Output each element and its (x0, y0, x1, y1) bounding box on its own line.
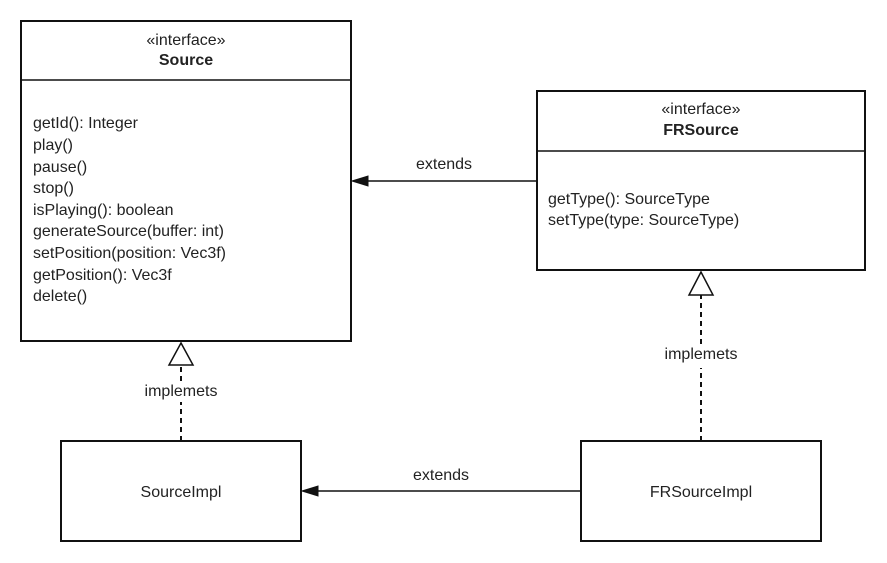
extends-label: extends (416, 156, 472, 173)
source-method: getPosition(): Vec3f (33, 267, 172, 284)
sourceimpl-implements-source-connector[interactable]: implemets (145, 341, 218, 441)
frsource-methods: getType(): SourceType setType(type: Sour… (548, 191, 739, 229)
realization-triangle-icon (167, 341, 195, 366)
frsourceimpl-name: FRSourceImpl (650, 484, 752, 501)
source-method: generateSource(buffer: int) (33, 223, 224, 240)
realization-triangle-icon (687, 270, 715, 296)
source-name: Source (159, 52, 213, 69)
implements-label: implemets (665, 346, 738, 363)
extends-label: extends (413, 467, 469, 484)
frsource-name: FRSource (663, 122, 739, 139)
arrowhead-icon (350, 175, 369, 187)
frsource-box-frame (536, 90, 866, 271)
source-stereotype: «interface» (146, 32, 225, 49)
arrowhead-icon (300, 485, 319, 497)
source-method: setPosition(position: Vec3f) (33, 245, 226, 262)
source-methods: getId(): Integer play() pause() stop() i… (33, 115, 226, 305)
implements-label: implemets (145, 383, 218, 400)
frsource-extends-source-connector[interactable]: extends (350, 156, 537, 187)
frsourceimpl-extends-sourceimpl-connector[interactable]: extends (300, 467, 581, 497)
source-method: stop() (33, 180, 74, 197)
source-box-frame (20, 20, 352, 342)
sourceimpl-class-box[interactable]: SourceImpl (60, 440, 302, 542)
sourceimpl-name: SourceImpl (141, 484, 222, 501)
source-method: pause() (33, 159, 87, 176)
frsource-interface-box[interactable]: «interface» FRSource getType(): SourceTy… (536, 90, 866, 271)
frsourceimpl-implements-frsource-connector[interactable]: implemets (665, 270, 738, 441)
source-method: isPlaying(): boolean (33, 202, 174, 219)
frsource-stereotype: «interface» (661, 101, 740, 118)
source-method: play() (33, 137, 73, 154)
frsourceimpl-class-box[interactable]: FRSourceImpl (580, 440, 822, 542)
frsource-method: setType(type: SourceType) (548, 212, 739, 229)
source-interface-box[interactable]: «interface» Source getId(): Integer play… (20, 20, 352, 342)
source-method: delete() (33, 288, 87, 305)
frsource-method: getType(): SourceType (548, 191, 710, 208)
sourceimpl-box-frame (60, 440, 302, 542)
source-method: getId(): Integer (33, 115, 139, 132)
